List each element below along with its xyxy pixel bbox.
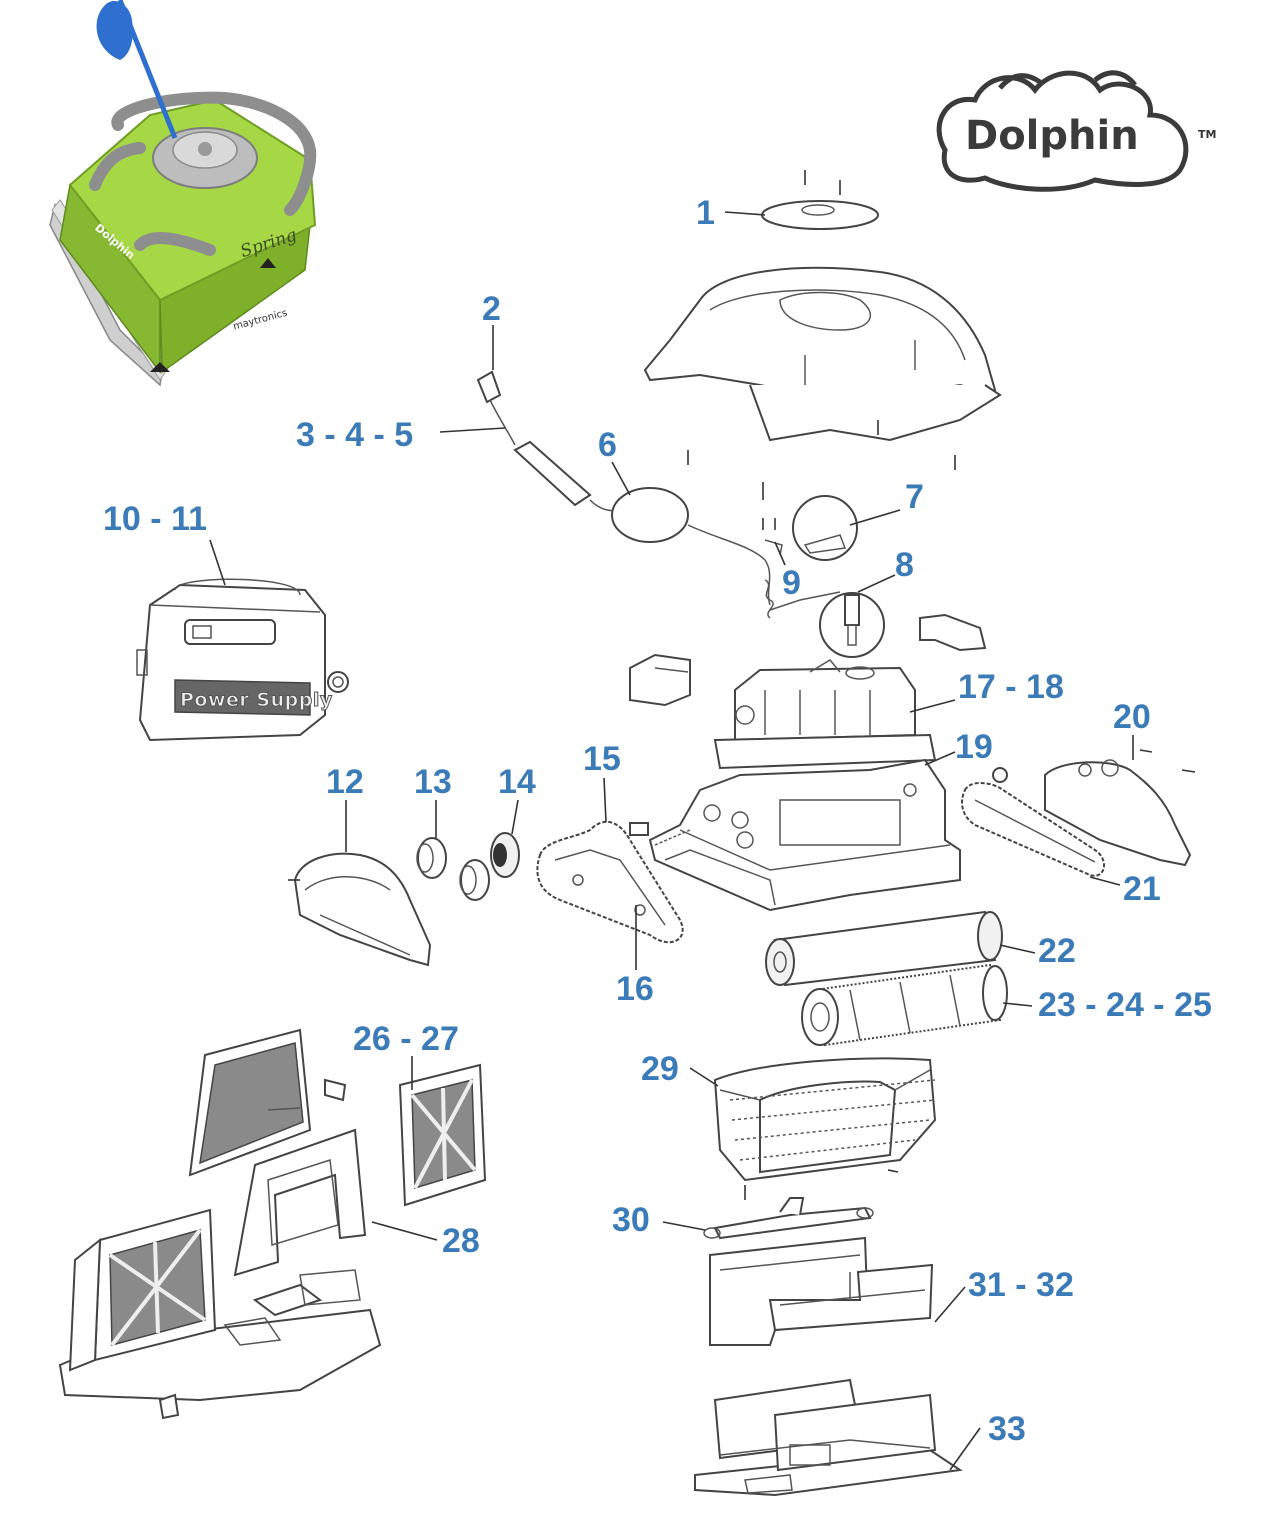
robot-product-image bbox=[49, 0, 317, 387]
part-30-latch bbox=[703, 1197, 874, 1240]
callout-13: 13 bbox=[414, 763, 452, 801]
part-7-impeller-inset bbox=[762, 482, 858, 561]
part-26-27-filter-panel bbox=[398, 1063, 487, 1207]
callout-1: 1 bbox=[696, 194, 715, 232]
motor-cover-block bbox=[629, 653, 691, 707]
part-10-11-power-supply bbox=[136, 578, 349, 742]
part-12-side-cover bbox=[288, 852, 432, 967]
callout-14: 14 bbox=[498, 763, 536, 801]
part-20-side-cover bbox=[992, 749, 1196, 867]
part-29-basket bbox=[713, 1057, 937, 1200]
part-23-24-25-brush bbox=[801, 963, 1008, 1047]
callout-20: 20 bbox=[1113, 698, 1151, 736]
trademark-mark: TM bbox=[1198, 128, 1217, 141]
callout-2: 2 bbox=[482, 290, 501, 328]
part-28-filter-base bbox=[58, 1208, 382, 1420]
part-1-top-cover bbox=[761, 170, 879, 230]
callout-8: 8 bbox=[895, 546, 914, 584]
callout-19: 19 bbox=[955, 728, 993, 766]
dolphin-logo bbox=[936, 70, 1189, 192]
callout-9: 9 bbox=[782, 564, 801, 602]
callout-10-11: 10 - 11 bbox=[103, 500, 207, 538]
part-14-gear bbox=[490, 832, 520, 878]
callout-30: 30 bbox=[612, 1201, 650, 1239]
robot-top-housing bbox=[643, 266, 1002, 470]
motor-clip bbox=[919, 613, 987, 652]
callout-29: 29 bbox=[641, 1050, 679, 1088]
callout-28: 28 bbox=[442, 1222, 480, 1260]
filter-frame-open bbox=[188, 1028, 367, 1277]
callout-33: 33 bbox=[988, 1410, 1026, 1448]
power-supply-label: Power Supply bbox=[180, 689, 333, 712]
part-33-base-tray bbox=[694, 1378, 963, 1497]
callout-leaders bbox=[209, 211, 1134, 1471]
part-21-track bbox=[961, 782, 1105, 877]
callout-3-4-5: 3 - 4 - 5 bbox=[296, 416, 414, 454]
brand-logo-text: Dolphin bbox=[965, 113, 1139, 159]
callout-22: 22 bbox=[1038, 932, 1076, 970]
part-31-32-filter-housing bbox=[709, 1236, 934, 1346]
callout-21: 21 bbox=[1123, 870, 1161, 908]
part-17-18-motor-unit bbox=[713, 659, 937, 770]
callout-7: 7 bbox=[905, 478, 924, 516]
callout-26-27: 26 - 27 bbox=[353, 1020, 459, 1058]
part-8-connector-inset bbox=[769, 591, 885, 658]
part-2-cable-swivel bbox=[476, 370, 774, 619]
part-13-bushings bbox=[416, 837, 490, 901]
part-22-roller bbox=[765, 910, 1003, 987]
callout-12: 12 bbox=[326, 763, 364, 801]
part-15-track bbox=[536, 820, 684, 944]
callout-17-18: 17 - 18 bbox=[958, 668, 1064, 706]
callout-16: 16 bbox=[616, 970, 654, 1008]
callout-31-32: 31 - 32 bbox=[968, 1266, 1074, 1304]
part-19-chassis bbox=[648, 758, 961, 912]
callout-15: 15 bbox=[583, 740, 621, 778]
callout-6: 6 bbox=[598, 426, 617, 464]
callout-23-24-25: 23 - 24 - 25 bbox=[1038, 986, 1212, 1024]
